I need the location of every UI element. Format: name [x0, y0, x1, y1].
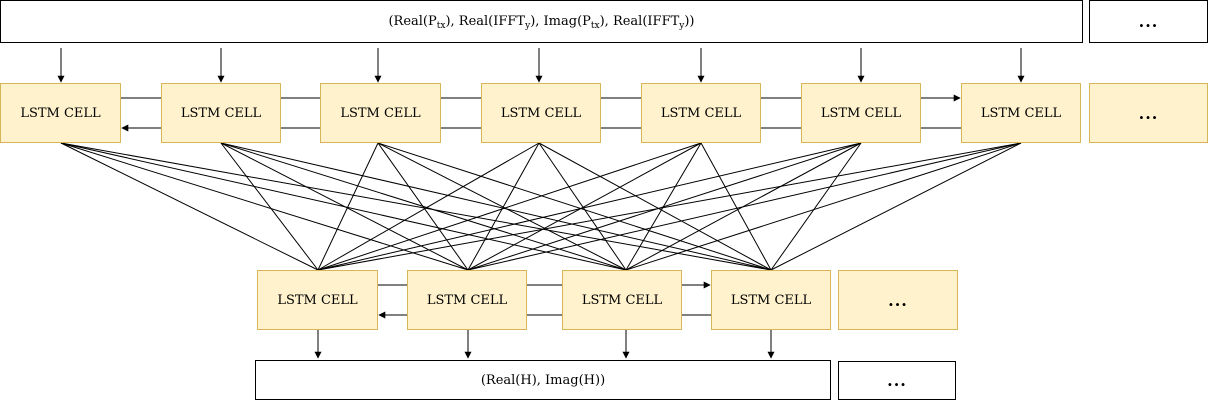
- input-label-text: (Real(P: [388, 14, 437, 29]
- mesh-link: [538, 142, 627, 271]
- cell-label: LSTM CELL: [820, 105, 902, 121]
- mesh-link: [60, 142, 772, 271]
- input-label-subscript: y: [525, 21, 531, 31]
- layer1-ellipsis-cell: ...: [1089, 83, 1208, 143]
- layer2-cell-3: LSTM CELL: [562, 270, 682, 330]
- mesh-link: [625, 142, 1022, 271]
- cell-label: LSTM CELL: [581, 292, 663, 308]
- layer1-cell-6: LSTM CELL: [801, 83, 921, 143]
- cell-label: LSTM CELL: [277, 292, 358, 308]
- mesh-link: [317, 142, 1022, 271]
- layer2-cell-4: LSTM CELL: [711, 270, 831, 330]
- input-label-text: ), Real(IFFT: [599, 14, 680, 29]
- input-label-subscript: tx: [590, 21, 600, 31]
- layer1-cell-5: LSTM CELL: [641, 83, 761, 143]
- mesh-link: [317, 142, 702, 271]
- mesh-link: [467, 142, 1022, 271]
- mesh-link: [467, 142, 862, 271]
- layer2-cell-1: LSTM CELL: [257, 270, 378, 330]
- connection-lines: [57, 48, 1025, 359]
- input-box: (Real(Ptx), Real(IFFTy), Imag(Ptx), Real…: [0, 0, 1083, 43]
- mesh-link: [377, 142, 627, 271]
- output-ellipsis-box: ...: [838, 361, 956, 400]
- mesh-link: [377, 142, 469, 271]
- output-ellipsis: ...: [887, 371, 907, 390]
- mesh-link: [700, 142, 772, 271]
- input-ellipsis: ...: [1138, 12, 1159, 31]
- cell-label: LSTM CELL: [730, 292, 812, 308]
- output-box: (Real(H), Imag(H)): [255, 360, 831, 400]
- mesh-link: [317, 142, 379, 271]
- mesh-link: [770, 142, 1022, 271]
- mesh-link: [220, 142, 469, 271]
- output-label: (Real(H), Imag(H)): [480, 372, 606, 388]
- input-label-subscript: tx: [436, 21, 446, 31]
- mesh-link: [220, 142, 772, 271]
- cell-label: LSTM CELL: [500, 105, 582, 121]
- cell-label: LSTM CELL: [660, 105, 742, 121]
- mesh-link: [220, 142, 319, 271]
- mesh-link: [467, 142, 702, 271]
- mesh-link: [538, 142, 772, 271]
- cell-label: LSTM CELL: [340, 105, 421, 121]
- cell-label: LSTM CELL: [20, 105, 101, 121]
- input-label-subscript: y: [679, 21, 685, 31]
- mesh-link: [60, 142, 469, 271]
- mesh-link: [60, 142, 319, 271]
- mesh-link: [317, 142, 862, 271]
- input-label-text: ), Imag(P: [530, 14, 591, 29]
- mesh-link: [467, 142, 540, 271]
- layer1-cell-2: LSTM CELL: [161, 83, 281, 143]
- input-label-text: ), Real(IFFT: [445, 14, 526, 29]
- layer1-cell-1: LSTM CELL: [0, 83, 121, 143]
- layer2-cell-2: LSTM CELL: [407, 270, 527, 330]
- cell-label: LSTM CELL: [980, 105, 1062, 121]
- cell-label: LSTM CELL: [426, 292, 508, 308]
- layer1-cell-3: LSTM CELL: [320, 83, 441, 143]
- layer1-cell-4: LSTM CELL: [481, 83, 601, 143]
- mesh-link: [770, 142, 862, 271]
- cell-label: LSTM CELL: [180, 105, 262, 121]
- mesh-link: [317, 142, 540, 271]
- layer2-ellipsis-cell: ...: [838, 270, 958, 330]
- input-label-text: )): [684, 14, 695, 29]
- input-label: (Real(Ptx), Real(IFFTy), Imag(Ptx), Real…: [388, 14, 695, 31]
- mesh-link: [377, 142, 772, 271]
- layer1-cell-7: LSTM CELL: [961, 83, 1081, 143]
- layer2-ellipsis: ...: [888, 290, 908, 310]
- input-ellipsis-box: ...: [1089, 0, 1208, 43]
- layer1-ellipsis: ...: [1138, 103, 1159, 123]
